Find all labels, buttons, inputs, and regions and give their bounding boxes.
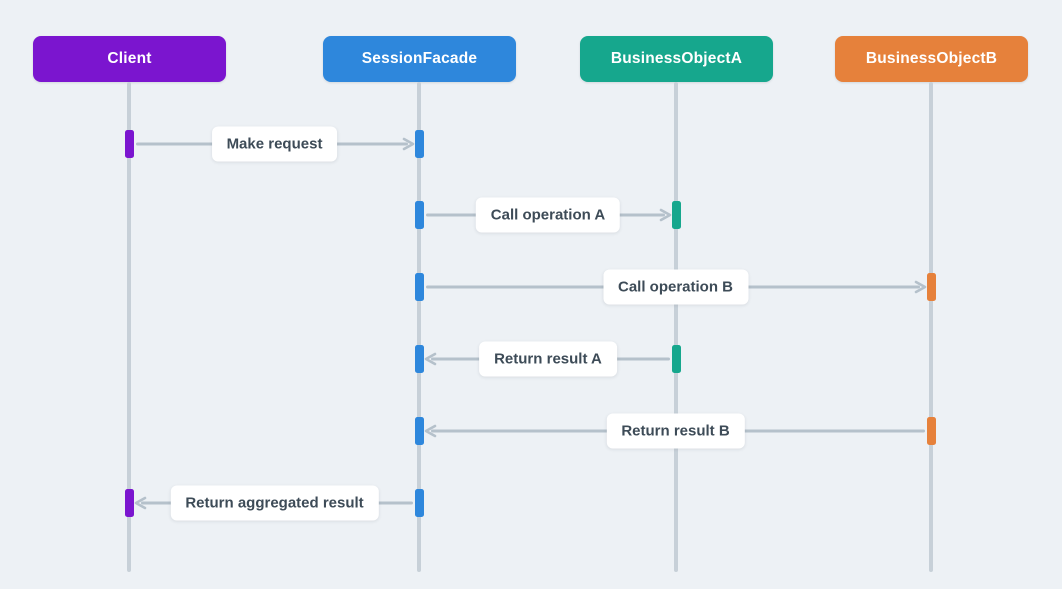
activation-bar-bob-1 xyxy=(927,273,936,301)
participant-businessobjecta: BusinessObjectA xyxy=(580,36,773,82)
activation-bar-facade-3 xyxy=(415,273,424,301)
message-call-operation-b: Call operation B xyxy=(424,269,927,305)
message-label: Return result B xyxy=(606,413,745,449)
activation-bar-boa-2 xyxy=(672,345,681,373)
activation-bar-client-2 xyxy=(125,489,134,517)
message-label: Call operation B xyxy=(602,269,749,305)
arrowhead-right-icon xyxy=(402,137,415,151)
lifeline-businessobjectb xyxy=(929,82,933,572)
arrowhead-right-icon xyxy=(914,280,927,294)
lifeline-businessobjecta xyxy=(674,82,678,572)
message-label: Return aggregated result xyxy=(170,485,379,521)
message-label: Return result A xyxy=(479,341,617,377)
activation-bar-facade-5 xyxy=(415,417,424,445)
message-label: Make request xyxy=(211,126,338,162)
arrowhead-left-icon xyxy=(424,424,437,438)
participant-sessionfacade: SessionFacade xyxy=(323,36,516,82)
arrowhead-left-icon xyxy=(424,352,437,366)
message-make-request: Make request xyxy=(134,126,415,162)
message-label: Call operation A xyxy=(475,197,621,233)
message-return-result-a: Return result A xyxy=(424,341,672,377)
arrowhead-right-icon xyxy=(659,208,672,222)
participant-businessobjecta-label: BusinessObjectA xyxy=(610,50,743,67)
participant-businessobjectb-label: BusinessObjectB xyxy=(865,50,998,67)
lifeline-client xyxy=(127,82,131,572)
activation-bar-client-1 xyxy=(125,130,134,158)
arrowhead-left-icon xyxy=(134,496,147,510)
message-call-operation-a: Call operation A xyxy=(424,197,672,233)
participant-client-label: Client xyxy=(107,50,152,67)
activation-bar-facade-6 xyxy=(415,489,424,517)
participant-businessobjectb: BusinessObjectB xyxy=(835,36,1028,82)
activation-bar-boa-1 xyxy=(672,201,681,229)
participant-sessionfacade-label: SessionFacade xyxy=(361,50,478,67)
activation-bar-facade-2 xyxy=(415,201,424,229)
message-return-result-b: Return result B xyxy=(424,413,927,449)
activation-bar-facade-1 xyxy=(415,130,424,158)
activation-bar-bob-2 xyxy=(927,417,936,445)
message-return-aggregated-result: Return aggregated result xyxy=(134,485,415,521)
lifeline-sessionfacade xyxy=(417,82,421,572)
activation-bar-facade-4 xyxy=(415,345,424,373)
participant-client: Client xyxy=(33,36,226,82)
